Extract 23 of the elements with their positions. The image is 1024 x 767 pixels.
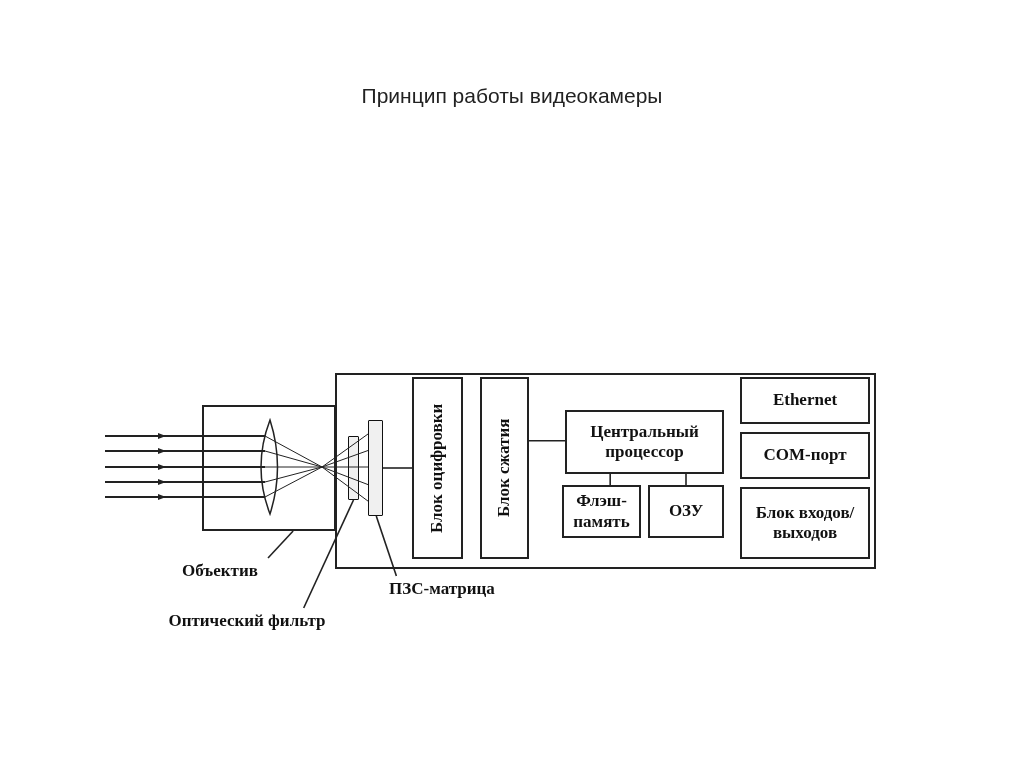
component-box: Центральный процессор [565, 410, 724, 474]
leader-line [267, 530, 294, 559]
connector-line [685, 473, 687, 486]
leader-line [302, 499, 355, 609]
diagram-title: Принцип работы видеокамеры [360, 84, 664, 108]
component-box: Ethernet [740, 377, 870, 424]
plate [368, 420, 383, 516]
connector-line [609, 473, 611, 486]
connector-line [528, 439, 566, 442]
outline-box [335, 373, 876, 569]
component-box: Флэш-память [562, 485, 641, 538]
part-label: ПЗС-матрица [366, 576, 518, 602]
connector-line [382, 467, 413, 469]
part-label: Оптический фильтр [138, 608, 356, 634]
component-box: Блок сжатия [480, 377, 529, 559]
component-box: Блок оцифровки [412, 377, 463, 559]
outline-box [202, 405, 336, 531]
component-box: ОЗУ [648, 485, 724, 538]
component-box: Блок входов/ выходов [740, 487, 870, 559]
leader-line [375, 515, 398, 577]
part-label: Объектив [160, 558, 280, 584]
plate [348, 436, 359, 500]
component-box: COM-порт [740, 432, 870, 479]
